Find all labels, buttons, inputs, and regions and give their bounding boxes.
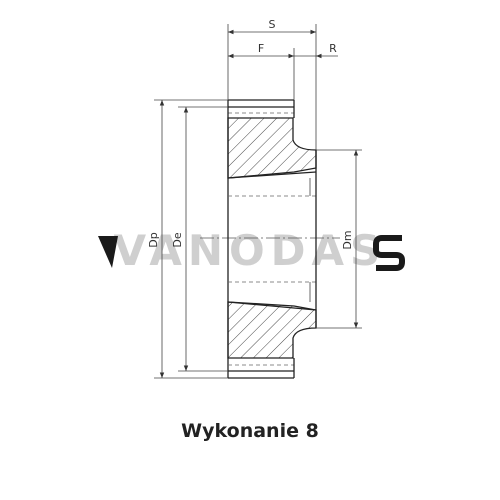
rim-outline	[227, 99, 295, 379]
dim-label-dp: Dp	[147, 232, 160, 247]
dim-label-f: F	[258, 42, 264, 55]
extension-lines-top	[227, 24, 317, 150]
figure-caption: Wykonanie 8	[181, 420, 319, 442]
watermark: VANODAS	[98, 226, 405, 275]
watermark-text: VANODAS	[114, 226, 387, 275]
dim-label-de: De	[171, 232, 184, 247]
dim-label-r: R	[329, 42, 337, 55]
dim-label-s: S	[269, 18, 276, 31]
lower-section-hatch	[227, 301, 317, 359]
dim-label-dm: Dm	[341, 230, 354, 249]
upper-section-hatch	[227, 117, 317, 179]
watermark-logo-icon	[98, 236, 118, 268]
watermark-s-glyph	[373, 235, 405, 271]
